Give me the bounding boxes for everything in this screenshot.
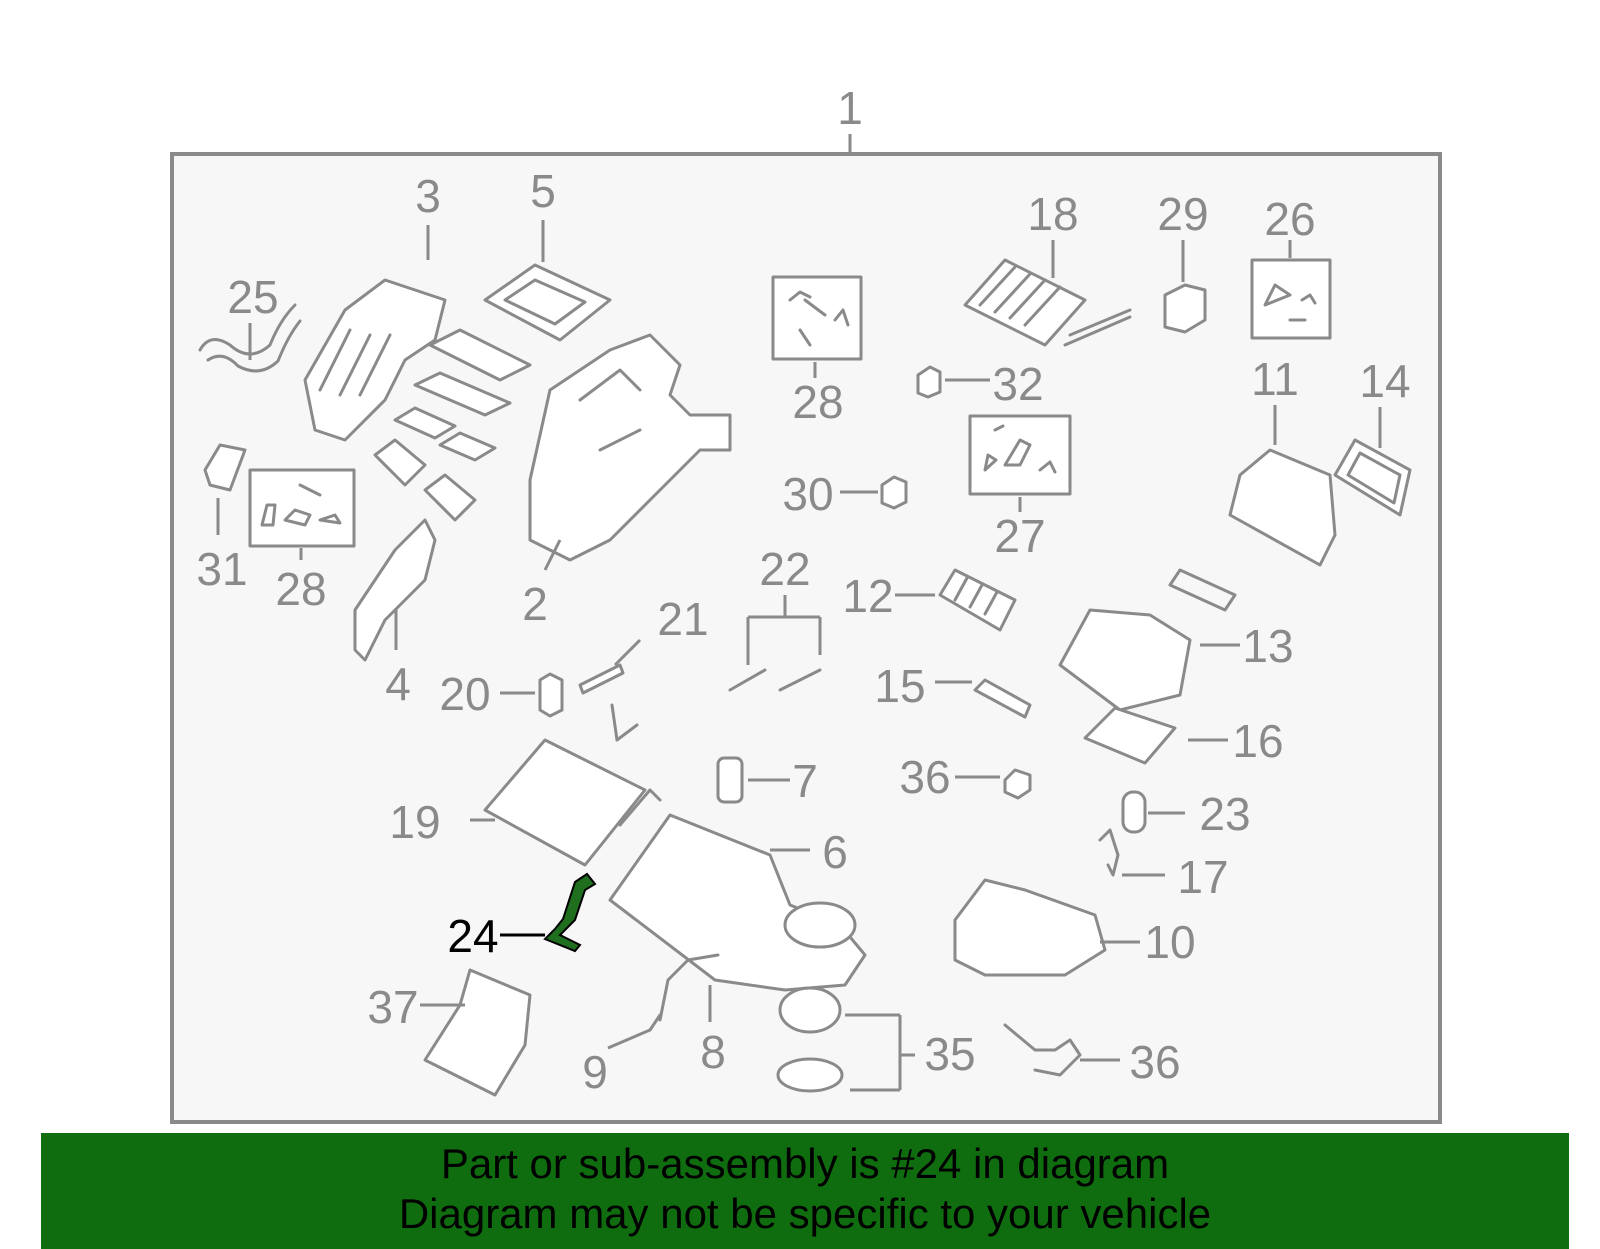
part-27-items [983,424,1057,474]
part-11-case [1228,448,1337,567]
part-12-ribs [953,576,999,616]
part-2-detail [578,368,642,452]
callout-24: 24 [447,910,498,962]
part-13-detail [1168,568,1237,612]
callout-30: 29 [1157,188,1208,240]
part-16-filter [1083,706,1177,765]
callout-28-label: 28 [275,563,326,615]
part-wedge-a [373,438,427,487]
info-banner: Part or sub-assembly is #24 in diagram D… [41,1133,1569,1249]
callout-27: 27 [994,510,1045,562]
part-14-inner [1346,451,1402,505]
part-3-ribs [318,328,392,397]
callout-9: 9 [582,1046,608,1098]
callout-34: 35 [924,1028,975,1080]
part-3-duct [303,278,447,442]
part-19-evaporator [483,738,647,867]
part-28-items [260,483,342,527]
callout-29: 28 [792,376,843,428]
part-6-fan-opening [783,901,857,949]
callout-23: 23 [1199,788,1250,840]
callout-19: 19 [389,796,440,848]
banner-line-2: Diagram may not be specific to your vehi… [398,1190,1212,1237]
banner-line-1: Part or sub-assembly is #24 in diagram [440,1140,1170,1187]
part-27-box [968,414,1072,496]
part-17-bracket [1098,828,1120,877]
callout-18: 18 [1027,188,1078,240]
callout-12: 12 [842,570,893,622]
callout-35: 36 [899,751,950,803]
callout-5: 5 [530,165,556,217]
callout-labels: 3 5 25 18 29 26 28 32 27 30 11 14 31 27 … [196,165,1410,1098]
part-5-inner [503,278,587,326]
part-10-unit [953,878,1107,977]
part-32-bracket [203,443,247,492]
part-14-gasket [1333,438,1412,517]
part-6-blower-housing [608,813,867,992]
callout-8: 8 [700,1026,726,1078]
part-l-bracket [610,703,639,742]
part-34-fan [778,986,842,1034]
callout-22: 22 [759,543,810,595]
part-23-seal [1121,790,1147,834]
callout-1: 1 [837,82,863,134]
part-5-cover [483,263,612,342]
part-plate-b [413,371,512,417]
callout-11: 11 [1251,353,1299,405]
callout-4: 4 [385,658,411,710]
part-plate-a [428,328,532,382]
part-18-fins [978,265,1132,347]
part-34-motor [776,1057,844,1093]
part-15-strip [973,678,1032,719]
callout-20: 20 [439,668,490,720]
part-29-box [771,275,863,361]
part-plate-d [438,431,497,462]
part-31-clip [880,475,908,510]
callout-7: 7 [792,755,818,807]
callout-2: 2 [522,578,548,630]
part-26-items [1263,283,1317,322]
callout-31: 30 [782,468,833,520]
callout-33: 32 [992,358,1043,410]
part-22-pins [728,668,822,692]
callout-32: 31 [196,543,247,595]
part-7-seal [716,756,744,804]
callout-37: 37 [367,981,418,1033]
callout-25: 25 [227,271,278,323]
part-4-bracket [353,518,437,662]
callout-36: 36 [1129,1036,1180,1088]
callout-17: 17 [1177,851,1228,903]
part-wedge-b [423,473,477,522]
part-21-rod [578,663,625,695]
part-36-harness [1003,1023,1082,1077]
callout-16: 16 [1232,715,1283,767]
part-30-block [1163,283,1207,334]
part-29-items [788,290,850,347]
callout-13: 13 [1242,620,1293,672]
part-2-housing [528,333,732,562]
callout-10: 10 [1144,916,1195,968]
callout-15: 15 [874,660,925,712]
part-35-clip [1003,768,1032,800]
part-8-hose [658,953,720,1022]
callout-14: 14 [1359,355,1410,407]
callout-3: 3 [415,170,441,222]
part-plate-c [393,406,457,440]
leader-lines [216,220,1382,1092]
callout-21: 21 [657,593,708,645]
part-24-sensor [543,872,597,953]
part-33-clip [916,365,942,399]
callout-6: 6 [822,826,848,878]
part-20-clip [538,672,564,718]
part-9-hose [648,1013,662,1032]
callout-26: 26 [1264,193,1315,245]
part-37-duct [423,968,532,1097]
part-19-pipe [618,788,662,827]
part-26-box [1250,258,1332,340]
part-12-blower-cage [938,568,1017,632]
